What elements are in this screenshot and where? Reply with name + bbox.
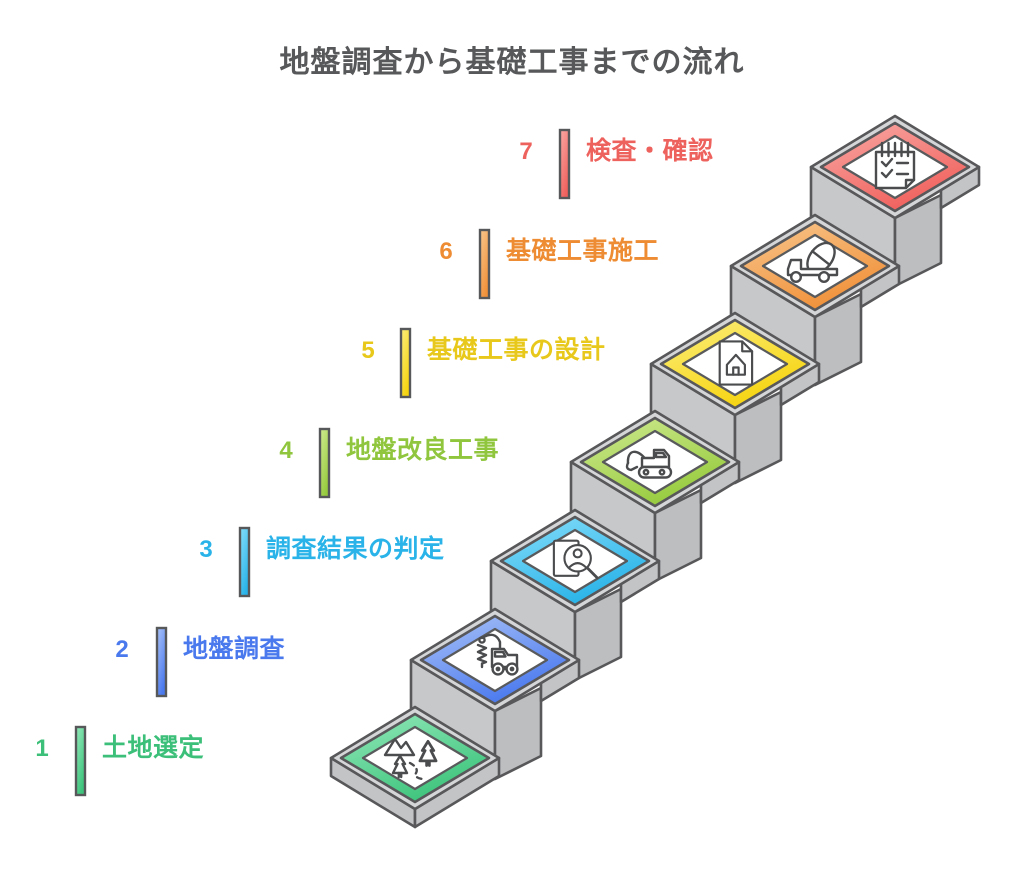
step-1-label: 土地選定 bbox=[102, 733, 204, 762]
house-plan-icon bbox=[718, 340, 754, 386]
step-6-row: 6 基礎工事施工 bbox=[439, 228, 659, 300]
step-2-platform bbox=[409, 607, 581, 781]
step-5-row: 5 基礎工事の設計 bbox=[361, 327, 606, 399]
step-3-platform bbox=[489, 508, 661, 682]
step-7-number: 7 bbox=[519, 138, 532, 165]
step-5-label: 基礎工事の設計 bbox=[427, 335, 606, 364]
step-1-face bbox=[361, 725, 469, 791]
excavator-icon bbox=[625, 448, 673, 479]
step-1-bar bbox=[74, 725, 87, 797]
step-4-platform bbox=[569, 409, 741, 583]
report-review-icon bbox=[552, 539, 599, 580]
step-1-platform bbox=[329, 705, 501, 829]
step-4-row: 4 地盤改良工事 bbox=[279, 427, 499, 499]
step-2-number: 2 bbox=[115, 636, 128, 663]
step-5-platform bbox=[649, 311, 821, 485]
step-6-bar bbox=[478, 228, 491, 300]
mixer-truck-icon bbox=[786, 241, 839, 284]
step-3-row: 3 調査結果の判定 bbox=[199, 526, 445, 598]
step-6-label: 基礎工事施工 bbox=[506, 237, 659, 265]
step-2-bar bbox=[155, 626, 168, 698]
diagram-title: 地盤調査から基礎工事までの流れ bbox=[280, 46, 745, 79]
step-6-number: 6 bbox=[439, 238, 452, 265]
step-3-number: 3 bbox=[199, 536, 212, 563]
step-3-label: 調査結果の判定 bbox=[266, 534, 445, 563]
step-5-number: 5 bbox=[361, 337, 374, 364]
step-2-label: 地盤調査 bbox=[183, 634, 285, 663]
step-7-label: 検査・確認 bbox=[586, 136, 714, 165]
step-7-platform bbox=[809, 114, 981, 288]
terrain-icon bbox=[383, 737, 438, 781]
step-1-row: 1 土地選定 bbox=[35, 725, 204, 797]
step-7-row: 7 検査・確認 bbox=[519, 128, 714, 200]
checklist-icon bbox=[874, 141, 916, 190]
step-4-number: 4 bbox=[279, 437, 293, 464]
step-7-bar bbox=[558, 128, 571, 200]
step-3-bar bbox=[238, 526, 251, 598]
step-2-row: 2 地盤調査 bbox=[115, 626, 285, 698]
step-1-number: 1 bbox=[35, 735, 48, 762]
step-4-bar bbox=[318, 427, 331, 499]
step-4-label: 地盤改良工事 bbox=[346, 435, 499, 464]
step-5-bar bbox=[399, 327, 412, 399]
step-6-platform bbox=[729, 213, 901, 387]
drill-rig-icon bbox=[476, 633, 519, 676]
